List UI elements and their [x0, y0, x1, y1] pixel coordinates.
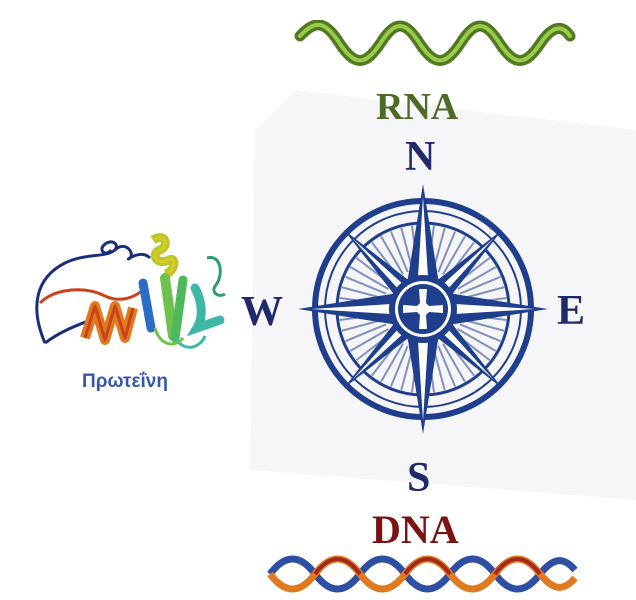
dna-label: DNA — [372, 507, 459, 552]
compass-rose-icon — [298, 184, 548, 434]
compass-west-label: W — [241, 289, 283, 335]
compass-south-label: S — [407, 455, 431, 501]
rna-label: RNA — [376, 86, 459, 128]
protein-ribbon-icon — [35, 233, 226, 349]
compass-east-label: E — [557, 288, 586, 334]
protein-caption: Πρωτεΐνη — [82, 371, 168, 392]
compass-north-label: N — [405, 134, 436, 180]
dna-helix-icon — [267, 555, 578, 593]
rna-helix-icon — [294, 20, 576, 66]
